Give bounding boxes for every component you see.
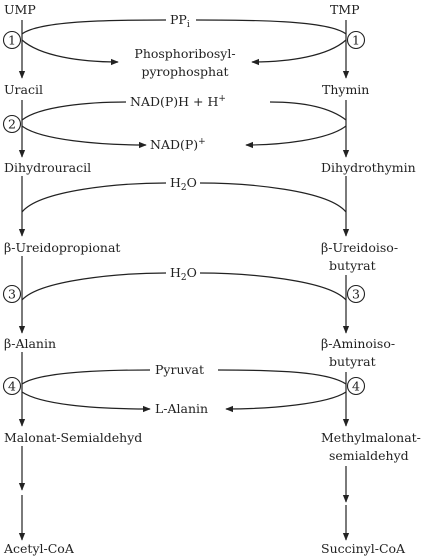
step4-curve-in-left: [21, 369, 151, 385]
step-number: 1: [352, 33, 360, 48]
h2o-h: H: [170, 265, 181, 280]
step-number: 2: [8, 117, 16, 132]
label-ureidopropionat: β-Ureidopropionat: [4, 240, 120, 255]
cofactor-nadph: NAD(P)H + H+: [130, 94, 226, 109]
step-number: 1: [8, 33, 16, 48]
label-acetyl-coa: Acetyl-CoA: [3, 541, 75, 556]
label-succinyl-coa: Succinyl-CoA: [321, 541, 406, 556]
step3-curve-left: [21, 272, 167, 301]
step-number: 3: [352, 287, 360, 302]
h2o-subscript: 2: [181, 183, 187, 193]
label-dihydrothymin: Dihydrothymin: [321, 160, 416, 175]
step1-curve-out-left: [21, 39, 119, 66]
label-tmp: TMP: [330, 2, 360, 17]
cofactor-pyruvat: Pyruvat: [155, 362, 204, 377]
step-badge-1-left: 1: [2, 30, 22, 50]
step4-curve-out-left: [21, 391, 151, 413]
label-ureidoisobutyrat-line1: β-Ureidoiso-: [321, 240, 398, 255]
ppi-main: PP: [170, 12, 187, 27]
label-aminoisobutyrat-line2: butyrat: [329, 354, 376, 369]
step-badge-4-left: 4: [2, 376, 22, 396]
hydrolysis1-curve-right: [199, 182, 347, 213]
cofactor-l-alanin: L-Alanin: [155, 401, 208, 416]
nadp-main: NAD(P): [150, 137, 198, 152]
hydrolysis1-curve-left: [21, 182, 167, 213]
step-badge-3-right: 3: [346, 284, 366, 304]
step2-curve-in-right: [269, 101, 347, 121]
nadp-superscript: +: [198, 137, 206, 147]
step-badge-1-right: 1: [346, 30, 366, 50]
step1-curve-in-right: [195, 19, 347, 35]
step2-curve-in-left: [21, 101, 127, 121]
cofactor-h2o-step3: H2O: [170, 265, 197, 283]
h2o-o: O: [187, 175, 197, 190]
label-methylmalonat-line2: semialdehyd: [329, 448, 409, 463]
step4-curve-in-right: [217, 369, 347, 385]
step-number: 4: [352, 379, 360, 394]
label-dihydrouracil: Dihydrouracil: [4, 160, 91, 175]
cofactor-prpp-line2: pyrophosphat: [141, 64, 228, 79]
step-badge-4-right: 4: [346, 376, 366, 396]
step-badge-3-left: 3: [2, 284, 22, 304]
ppi-subscript: i: [187, 20, 190, 30]
step2-curve-out-right: [245, 125, 347, 149]
step3-curve-right: [199, 272, 347, 301]
step-badge-2-left: 2: [2, 114, 22, 134]
cofactor-ppi: PPi: [170, 12, 190, 30]
h2o-o: O: [187, 265, 197, 280]
label-beta-alanin: β-Alanin: [4, 336, 56, 351]
label-ump: UMP: [4, 2, 36, 17]
nadph-superscript: +: [218, 94, 226, 104]
label-uracil: Uracil: [4, 82, 43, 97]
h2o-subscript: 2: [181, 273, 187, 283]
step1-curve-out-right: [251, 39, 347, 66]
cofactor-prpp-line1: Phosphoribosyl-: [134, 46, 235, 61]
step4-curve-out-right: [225, 391, 347, 413]
nadph-main: NAD(P)H + H: [130, 94, 218, 109]
step1-curve-in: [21, 19, 167, 35]
label-malonat-semialdehyd: Malonat-Semialdehyd: [4, 430, 142, 445]
cofactor-nadp: NAD(P)+: [150, 137, 206, 152]
step2-curve-out-left: [21, 125, 147, 149]
cofactor-h2o-hydrolysis: H2O: [170, 175, 197, 193]
h2o-h: H: [170, 175, 181, 190]
label-aminoisobutyrat-line1: β-Aminoiso-: [321, 336, 395, 351]
label-methylmalonat-line1: Methylmalonat-: [321, 430, 421, 445]
step-number: 3: [8, 287, 16, 302]
label-thymin: Thymin: [322, 82, 369, 97]
step-number: 4: [8, 379, 16, 394]
label-ureidoisobutyrat-line2: butyrat: [329, 258, 376, 273]
